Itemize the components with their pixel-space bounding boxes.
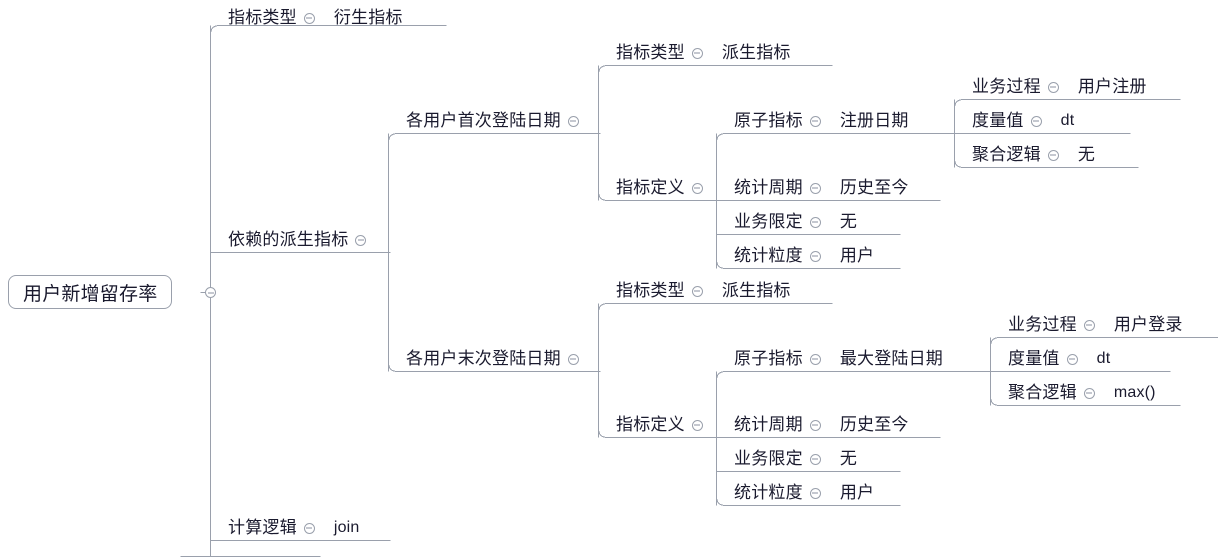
mindmap-node[interactable]: 原子指标 最大登陆日期 — [734, 345, 943, 373]
node-value-label: 无 — [839, 449, 858, 468]
node-value-label: 衍生指标 — [333, 8, 403, 27]
mindmap-node[interactable]: 各用户末次登陆日期 — [406, 345, 586, 373]
collapse-toggle-icon[interactable] — [809, 487, 821, 499]
mindmap-node[interactable]: 统计粒度 用户 — [734, 242, 874, 270]
mindmap-node[interactable]: 统计周期 历史至今 — [734, 174, 909, 202]
collapse-toggle-icon[interactable] — [691, 419, 703, 431]
node-value-label: 注册日期 — [839, 111, 909, 130]
collapse-toggle-icon[interactable] — [567, 353, 579, 365]
node-value-label: 用户注册 — [1077, 77, 1147, 96]
collapse-toggle-icon[interactable] — [809, 419, 821, 431]
mindmap-node[interactable]: 度量值 dt — [1008, 345, 1110, 373]
mindmap-node[interactable]: 计算逻辑 join — [228, 514, 360, 542]
node-key-label: 统计粒度 — [734, 483, 803, 502]
collapse-toggle-icon[interactable] — [1083, 319, 1095, 331]
collapse-toggle-icon[interactable] — [1047, 81, 1059, 93]
mindmap-node[interactable]: 聚合逻辑 max() — [1008, 379, 1156, 407]
mindmap-node[interactable]: 各用户首次登陆日期 — [406, 107, 586, 135]
collapse-toggle-icon[interactable] — [691, 182, 703, 194]
node-key-label: 统计周期 — [734, 415, 803, 434]
collapse-toggle-icon[interactable] — [691, 285, 703, 297]
node-value-label: 历史至今 — [839, 178, 909, 197]
mindmap-node[interactable]: 原子指标 注册日期 — [734, 107, 909, 135]
mindmap-node[interactable]: 指标类型 衍生指标 — [228, 4, 403, 32]
node-key-label: 指标类型 — [228, 8, 297, 27]
collapse-toggle-icon[interactable] — [691, 47, 703, 59]
node-key-label: 业务过程 — [1008, 315, 1077, 334]
collapse-toggle-icon[interactable] — [567, 115, 579, 127]
node-value-label: 历史至今 — [839, 415, 909, 434]
mindmap-node[interactable]: 指标类型 派生指标 — [616, 277, 791, 305]
node-key-label: 度量值 — [972, 111, 1024, 130]
node-key-label: 原子指标 — [734, 111, 803, 130]
node-value-label: 无 — [1077, 145, 1096, 164]
mindmap-node[interactable]: 度量值 dt — [972, 107, 1074, 135]
mindmap-node[interactable]: 指标定义 — [616, 174, 710, 202]
node-key-label: 指标类型 — [616, 43, 685, 62]
mindmap-node[interactable]: 聚合逻辑 无 — [972, 141, 1095, 169]
mindmap-node[interactable]: 统计周期 历史至今 — [734, 411, 909, 439]
mindmap-node[interactable]: 统计粒度 用户 — [734, 479, 874, 507]
collapse-toggle-icon[interactable] — [809, 182, 821, 194]
node-key-label: 指标类型 — [616, 281, 685, 300]
node-key-label: 各用户末次登陆日期 — [406, 349, 561, 368]
mindmap-node[interactable]: 业务限定 无 — [734, 208, 857, 236]
node-key-label: 统计周期 — [734, 178, 803, 197]
node-value-label: 最大登陆日期 — [839, 349, 944, 368]
collapse-toggle-icon[interactable] — [1083, 387, 1095, 399]
mindmap-node[interactable]: 业务限定 无 — [734, 445, 857, 473]
node-key-label: 指标定义 — [616, 415, 685, 434]
mindmap-node[interactable]: 指标类型 派生指标 — [616, 39, 791, 67]
node-key-label: 业务限定 — [734, 212, 803, 231]
mindmap-node[interactable]: 指标定义 — [616, 411, 710, 439]
collapse-toggle-icon[interactable] — [809, 453, 821, 465]
node-value-label: max() — [1113, 384, 1156, 401]
mindmap-node[interactable]: 业务过程 用户登录 — [1008, 311, 1183, 339]
node-key-label: 聚合逻辑 — [972, 145, 1041, 164]
collapse-toggle-icon[interactable] — [205, 287, 216, 298]
node-key-label: 业务过程 — [972, 77, 1041, 96]
node-key-label: 计算逻辑 — [228, 518, 297, 537]
node-key-label: 聚合逻辑 — [1008, 383, 1077, 402]
node-value-label: 派生指标 — [721, 281, 791, 300]
node-key-label: 依赖的派生指标 — [228, 230, 349, 249]
node-value-label: join — [333, 519, 360, 536]
node-value-label: dt — [1096, 350, 1111, 367]
node-value-label: 派生指标 — [721, 43, 791, 62]
collapse-toggle-icon[interactable] — [1047, 149, 1059, 161]
collapse-toggle-icon[interactable] — [303, 12, 315, 24]
mindmap-node[interactable]: 依赖的派生指标 — [228, 226, 373, 254]
node-key-label: 业务限定 — [734, 449, 803, 468]
node-key-label: 各用户首次登陆日期 — [406, 111, 561, 130]
node-value-label: dt — [1060, 112, 1075, 129]
collapse-toggle-icon[interactable] — [1030, 115, 1042, 127]
root-node[interactable]: 用户新增留存率 — [8, 275, 173, 309]
collapse-toggle-icon[interactable] — [809, 115, 821, 127]
collapse-toggle-icon[interactable] — [809, 216, 821, 228]
node-key-label: 度量值 — [1008, 349, 1060, 368]
node-value-label: 用户 — [839, 246, 875, 265]
node-value-label: 无 — [839, 212, 858, 231]
root-node-label: 用户新增留存率 — [23, 283, 158, 305]
node-key-label: 指标定义 — [616, 178, 685, 197]
node-value-label: 用户 — [839, 483, 875, 502]
collapse-toggle-icon[interactable] — [303, 522, 315, 534]
collapse-toggle-icon[interactable] — [809, 353, 821, 365]
node-value-label: 用户登录 — [1113, 315, 1183, 334]
collapse-toggle-icon[interactable] — [355, 234, 367, 246]
node-key-label: 原子指标 — [734, 349, 803, 368]
collapse-toggle-icon[interactable] — [809, 250, 821, 262]
node-key-label: 统计粒度 — [734, 246, 803, 265]
collapse-toggle-icon[interactable] — [1066, 353, 1078, 365]
mindmap-node[interactable]: 业务过程 用户注册 — [972, 73, 1147, 101]
